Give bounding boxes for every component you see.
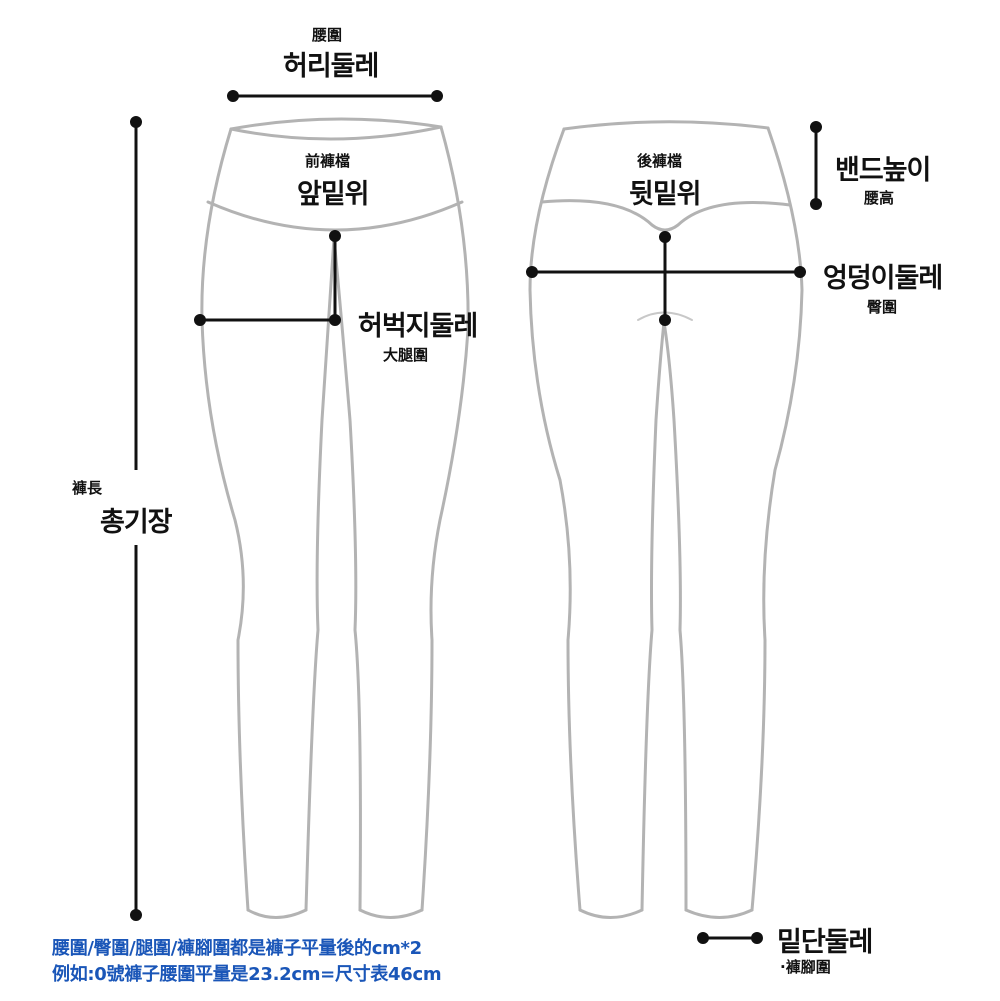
hip-label-cn: 臀圍 [867,298,898,316]
front-rise-label-ko: 앞밑위 [297,179,370,210]
front-leggings-outline [200,117,470,919]
size-note-line-2: 例如:0號褲子腰圍平量是23.2cm=尺寸表46cm [52,964,442,985]
length-label-ko: 총기장 [100,507,173,538]
front-rise-measure-line [329,230,341,320]
band-height-label-cn: 腰高 [864,189,895,207]
size-note-line-1: 腰圍/臀圍/腿圍/褲腳圍都是褲子平量後的cm*2 [52,938,422,959]
hem-measure-line [697,932,763,944]
back-rise-label-cn: 後褲檔 [637,152,683,170]
front-rise-label-cn: 前褲檔 [305,152,351,170]
back-rise-measure-line [659,231,671,326]
thigh-label-ko: 허벅지둘레 [358,311,478,342]
length-measure-line [130,116,142,921]
hip-label-ko: 엉덩이둘레 [823,263,943,294]
length-label-cn: 褲長 [72,479,103,497]
waist-label-cn: 腰圍 [312,26,343,44]
hip-measure-line [526,266,806,278]
back-rise-label-ko: 뒷밑위 [629,179,702,210]
waist-label-ko: 허리둘레 [283,51,379,82]
thigh-measure-line [194,314,341,326]
hem-label-ko: 밑단둘레 [777,927,873,958]
back-leggings-outline [528,120,804,919]
thigh-label-cn: 大腿圍 [383,346,429,364]
band-height-measure-line [810,121,822,210]
band-height-label-ko: 밴드높이 [835,155,931,186]
waist-measure-line [227,90,443,102]
hem-label-cn: ·褲腳圍 [780,958,831,976]
